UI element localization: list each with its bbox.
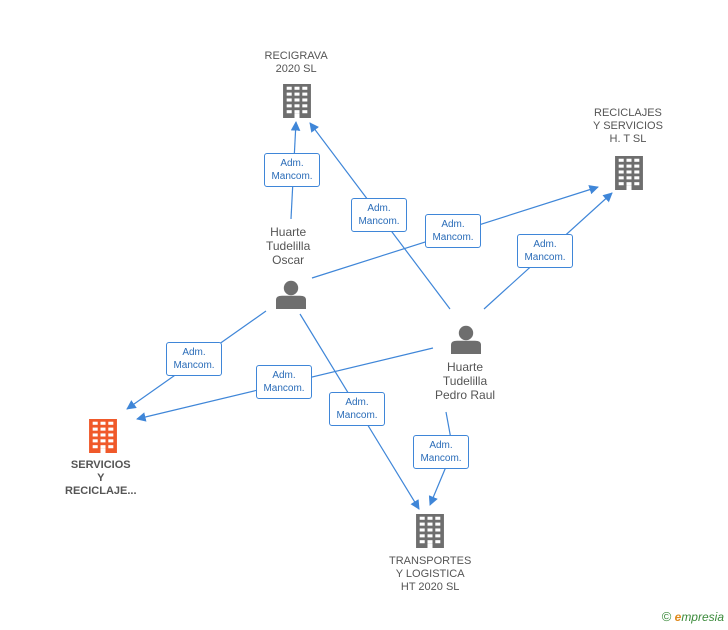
node-label-line: Pedro Raul bbox=[435, 388, 496, 402]
edge-label-text: Mancom. bbox=[271, 171, 313, 182]
node-label-line: Y bbox=[97, 472, 105, 484]
edge-label-text: Mancom. bbox=[524, 252, 566, 263]
edge-label-text: Adm. bbox=[441, 219, 465, 230]
edge-label-text: Adm. bbox=[367, 203, 391, 214]
edge-label-text: Mancom. bbox=[336, 410, 378, 421]
node-label-line: HT 2020 SL bbox=[400, 581, 460, 593]
edge-label-text: Mancom. bbox=[173, 360, 215, 371]
edge-label-text: Adm. bbox=[533, 239, 557, 250]
node-label-line: Huarte bbox=[447, 360, 484, 374]
edge-label-text: Adm. bbox=[280, 158, 304, 169]
node-label-line: RECICLAJES bbox=[594, 107, 662, 119]
edges-layer bbox=[126, 121, 613, 510]
node-label-line: Tudelilla bbox=[266, 239, 311, 253]
person-icon-oscar[interactable] bbox=[276, 280, 306, 309]
edge-label-oscar-to-recigrava[interactable]: Adm. Mancom. bbox=[264, 153, 320, 187]
node-label-line: Oscar bbox=[272, 253, 305, 267]
node-label-line: Y LOGISTICA bbox=[395, 568, 465, 580]
brand-initial: e bbox=[674, 610, 682, 624]
edge-label-pedro-to-transportes[interactable]: Adm. Mancom. bbox=[413, 435, 469, 469]
edge-label-oscar-to-reciclajes[interactable]: Adm. Mancom. bbox=[425, 214, 481, 248]
node-label-line: RECIGRAVA bbox=[264, 50, 328, 62]
brand-watermark: © empresia bbox=[662, 609, 724, 624]
icons-layer bbox=[89, 84, 643, 548]
node-label-line: SERVICIOS bbox=[70, 459, 131, 471]
edge-label-oscar-to-servicios[interactable]: Adm. Mancom. bbox=[166, 342, 222, 376]
edge-label-text: Mancom. bbox=[358, 216, 400, 227]
edge-label-text: Adm. bbox=[345, 397, 369, 408]
edge-label-oscar-to-transportes[interactable]: Adm. Mancom. bbox=[329, 392, 385, 426]
building-icon-reciclajes[interactable] bbox=[615, 156, 643, 190]
edge-label-text: Mancom. bbox=[432, 232, 474, 243]
copyright-symbol: © bbox=[661, 609, 672, 624]
building-icon-recigrava[interactable] bbox=[283, 84, 311, 118]
node-label-line: RECICLAJE... bbox=[65, 485, 137, 497]
edge-label-text: Mancom. bbox=[263, 383, 305, 394]
edge-label-text: Adm. bbox=[272, 370, 296, 381]
node-label-line: H. T SL bbox=[609, 133, 647, 145]
edge-label-pedro-to-recigrava[interactable]: Adm. Mancom. bbox=[351, 198, 407, 232]
node-label-line: Y SERVICIOS bbox=[593, 120, 663, 132]
edge-label-pedro-to-servicios[interactable]: Adm. Mancom. bbox=[256, 365, 312, 399]
edge-label-text: Adm. bbox=[429, 440, 453, 451]
edge-label-text: Mancom. bbox=[420, 453, 462, 464]
brand-name: mpresia bbox=[681, 610, 724, 624]
node-label-line: 2020 SL bbox=[275, 63, 317, 75]
node-label-line: TRANSPORTES bbox=[389, 555, 472, 567]
edge-label-text: Adm. bbox=[182, 347, 206, 358]
person-icon-pedro[interactable] bbox=[451, 325, 481, 354]
building-icon-servicios[interactable] bbox=[89, 419, 117, 453]
edge-label-pedro-to-reciclajes[interactable]: Adm. Mancom. bbox=[517, 234, 573, 268]
node-label-line: Tudelilla bbox=[442, 374, 488, 388]
building-icon-transportes[interactable] bbox=[416, 514, 444, 548]
node-label-line: Huarte bbox=[270, 225, 307, 239]
